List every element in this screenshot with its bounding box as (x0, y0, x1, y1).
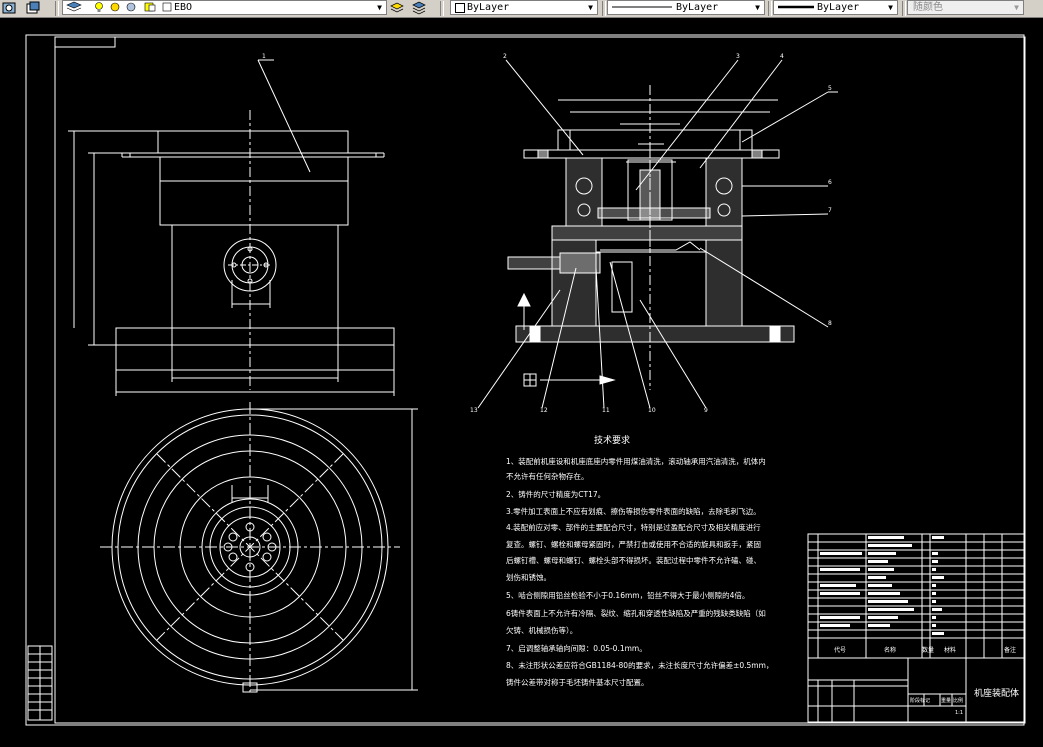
col-remark: 备注 (1004, 646, 1016, 654)
plotstyle-dropdown-icon[interactable]: ▼ (1014, 3, 1019, 12)
tech-title: 技术要求 (594, 434, 630, 446)
weight-label: 重量 (941, 697, 951, 704)
toolbar-separator (602, 1, 606, 16)
balloon-13: 13 (470, 407, 478, 414)
layer-stack-icon[interactable] (412, 1, 426, 15)
balloon-3: 3 (736, 53, 740, 60)
tech-requirements: 技术要求 1、装配前机座设和机座底座内零件用煤油清洗，滚动轴承用汽油清洗，机体内… (506, 434, 773, 687)
layer-state-icons (66, 1, 172, 12)
tech-line: 1、装配前机座设和机座底座内零件用煤油清洗，滚动轴承用汽油清洗，机体内 (506, 456, 766, 466)
make-object-layer-current-icon[interactable] (390, 1, 404, 15)
layer-name: EBO (174, 2, 193, 13)
layer-manager-icon[interactable] (2, 1, 16, 15)
parts-list-entries (820, 536, 944, 635)
toolbar-separator (902, 1, 906, 16)
lineweight-combo[interactable]: ByLayer ▼ (773, 0, 898, 15)
col-code: 代号 (834, 646, 846, 654)
toolbar-separator (440, 1, 444, 16)
title-block (807, 657, 1026, 723)
tech-line: 划伤和锈蚀。 (506, 572, 551, 582)
tech-line: 5、啮合侧隙用铅丝检验不小于0.16mm，铅丝不得大于最小侧隙的4倍。 (506, 590, 749, 600)
balloon-8: 8 (828, 320, 832, 327)
balloon-11: 11 (602, 407, 610, 414)
layer-dropdown-icon[interactable]: ▼ (377, 3, 382, 12)
layer-previous-icon[interactable] (26, 1, 40, 15)
balloon-2: 2 (503, 53, 507, 60)
balloon-7: 7 (828, 207, 832, 214)
balloon-12: 12 (540, 407, 548, 414)
toolbar-separator (55, 1, 59, 16)
drawing-name: 机座装配体 (974, 687, 1019, 699)
toolbar-separator (768, 1, 772, 16)
parts-list (807, 533, 1026, 659)
lineweight-dropdown-icon[interactable]: ▼ (888, 3, 893, 12)
plotstyle-value: 随颜色 (913, 2, 943, 13)
front-view: 1 (68, 53, 395, 396)
col-material: 材料 (944, 646, 956, 654)
tech-line: 欠铸、机械损伤等）。 (506, 625, 577, 635)
balloon-1: 1 (262, 53, 266, 60)
tech-line: 8、未注形状公差应符合GB1184-80的要求，未注长度尺寸允许偏差±0.5mm… (506, 660, 773, 670)
lineweight-value: ByLayer (817, 2, 860, 13)
properties-toolbar: EBO ▼ ByLayer ▼ ByLayer ▼ ByLayer ▼ 随颜色 … (0, 0, 1043, 18)
balloon-10: 10 (648, 407, 656, 414)
scale-value: 1:1 (955, 710, 963, 716)
tech-line: 6铸件表面上不允许有冷隔、裂纹、缩孔和穿透性缺陷及严重的残缺类缺陷（如 (506, 608, 766, 618)
tech-line: 不允许有任何杂物存在。 (506, 471, 589, 481)
scale-label: 比例 (953, 697, 963, 704)
section-view (477, 59, 838, 409)
balloon-6: 6 (828, 179, 832, 186)
linetype-combo[interactable]: ByLayer ▼ (607, 0, 765, 15)
linetype-dropdown-icon[interactable]: ▼ (755, 3, 760, 12)
layer-combo[interactable]: EBO ▼ (62, 0, 387, 15)
balloon-5: 5 (828, 85, 832, 92)
lineweight-sample (778, 5, 814, 9)
tech-line: 复查。螺钉、螺栓和螺母紧固时，严禁打击或使用不合适的旋具和扳手，紧固 (506, 539, 761, 549)
tech-line: 后螺钉槽、螺母和螺钉、螺栓头部不得损坏。装配过程中零件不允许磕、碰、 (506, 555, 761, 565)
tech-line: 4.装配前应对零、部件的主要配合尺寸，特别是过盈配合尺寸及相关精度进行 (506, 522, 761, 532)
color-combo[interactable]: ByLayer ▼ (450, 0, 598, 15)
balloon-4: 4 (780, 53, 784, 60)
stage-label: 阶段标记 (910, 697, 930, 704)
linetype-value: ByLayer (676, 2, 719, 13)
color-dropdown-icon[interactable]: ▼ (588, 3, 593, 12)
side-table-lines (28, 646, 52, 720)
col-name: 名称 (884, 646, 896, 654)
color-swatch (455, 3, 465, 13)
corner-box (54, 36, 116, 48)
tech-line: 铸件公差带对称于毛坯铸件基本尺寸配置。 (506, 677, 649, 687)
tech-line: 3.零件加工表面上不应有划痕、擦伤等损伤零件表面的缺陷，去除毛刺飞边。 (506, 506, 761, 516)
tech-line: 2、铸件的尺寸精度为CT17。 (506, 489, 605, 499)
top-view (100, 402, 418, 693)
outer-frame (25, 34, 1025, 726)
col-qty: 数量 (922, 646, 934, 654)
balloon-9: 9 (704, 407, 708, 414)
drawing-canvas[interactable]: 1 (0, 18, 1043, 747)
inner-frame (54, 36, 1026, 724)
linetype-sample (612, 6, 672, 8)
color-value: ByLayer (467, 2, 510, 13)
tech-line: 7、启调整轴承轴向间隙：0.05-0.1mm。 (506, 643, 647, 653)
plotstyle-combo[interactable]: 随颜色 ▼ (907, 0, 1024, 15)
